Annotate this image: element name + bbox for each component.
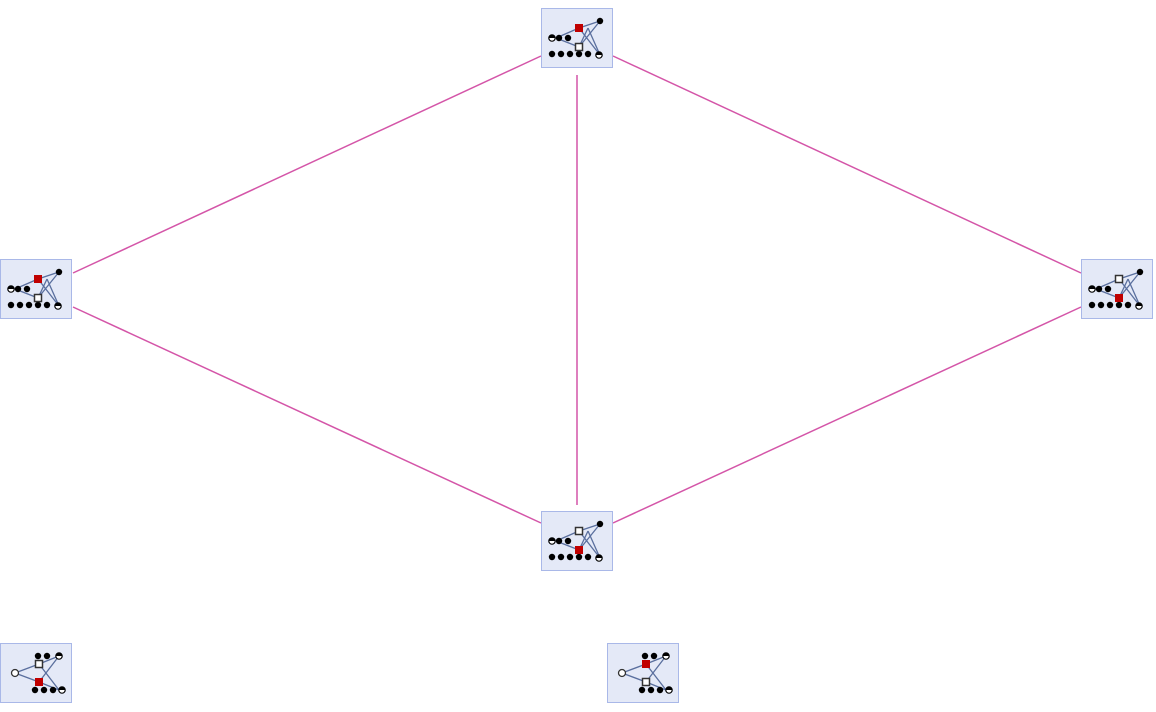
graph-node-isolated-mid[interactable]: [607, 643, 679, 703]
edge-top-right[interactable]: [612, 55, 1082, 274]
graph-glyph-icon: [548, 520, 604, 562]
graph-glyph-icon: [617, 652, 673, 694]
graph-glyph-icon: [7, 268, 63, 310]
graph-glyph-icon: [548, 17, 604, 59]
graph-node-bottom[interactable]: [541, 511, 613, 571]
graph-node-isolated-left[interactable]: [0, 643, 72, 703]
edge-right-bottom[interactable]: [612, 306, 1082, 524]
graph-glyph-icon: [1088, 268, 1144, 310]
graph-node-left[interactable]: [0, 259, 72, 319]
graph-glyph-icon: [10, 652, 66, 694]
edge-left-bottom[interactable]: [72, 306, 542, 524]
graph-node-right[interactable]: [1081, 259, 1153, 319]
graph-node-top[interactable]: [541, 8, 613, 68]
edge-top-left[interactable]: [72, 55, 542, 274]
